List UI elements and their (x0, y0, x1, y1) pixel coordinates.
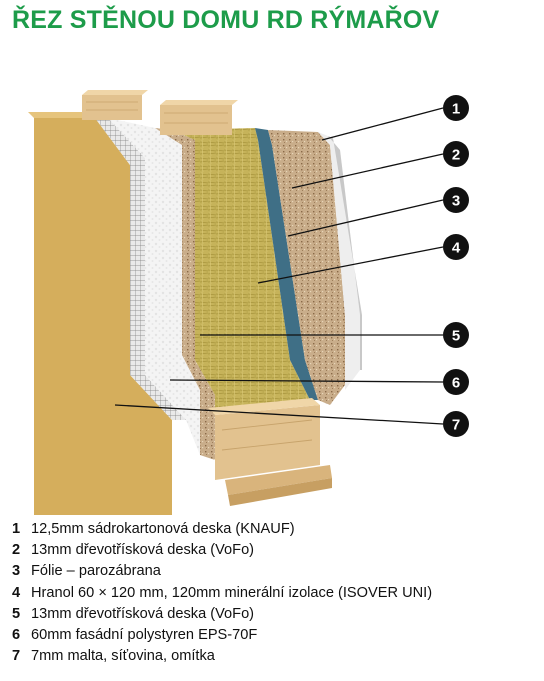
legend-item: 2 13mm dřevotřísková deska (VoFo) (12, 540, 537, 561)
svg-text:5: 5 (452, 328, 460, 345)
legend-item: 6 60mm fasádní polystyren EPS-70F (12, 625, 537, 646)
legend-text: Hranol 60 × 120 mm, 120mm minerální izol… (31, 584, 433, 601)
layer-mesh (95, 118, 186, 420)
marker-3: 3 (443, 187, 469, 213)
wall-section-diagram: 1 2 3 4 5 6 7 (28, 90, 469, 515)
legend-text: 13mm dřevotřísková deska (VoFo) (31, 605, 255, 622)
legend-text: 12,5mm sádrokartonová deska (KNAUF) (31, 521, 295, 537)
legend-number: 7 (12, 648, 21, 665)
legend-text: Fólie – parozábrana (31, 563, 161, 580)
svg-text:1: 1 (452, 101, 460, 118)
legend-number: 6 (12, 627, 21, 644)
beam-top-left (82, 90, 148, 120)
svg-text:6: 6 (452, 375, 460, 392)
marker-7: 7 (443, 411, 469, 437)
marker-6: 6 (443, 369, 469, 395)
legend-item: 5 13mm dřevotřísková deska (VoFo) (12, 604, 537, 625)
leader-lines (114, 107, 444, 425)
legend-number: 2 (12, 542, 21, 559)
layer-polystyrene (108, 118, 200, 455)
legend-text: 13mm dřevotřísková deska (VoFo) (31, 542, 255, 559)
svg-text:7: 7 (452, 417, 460, 434)
svg-text:3: 3 (452, 193, 460, 210)
beam-bottom (208, 398, 332, 506)
beam-top-right (160, 100, 238, 135)
marker-4: 4 (443, 234, 469, 260)
layer-mineral-wool (172, 128, 310, 410)
page-title: ŘEZ STĚNOU DOMU RD RÝMAŘOV (12, 6, 440, 34)
layer-chipboard-outer (155, 128, 215, 460)
legend-number: 1 (12, 521, 21, 537)
layer-gypsum-board (318, 132, 360, 390)
legend-number: 3 (12, 563, 21, 580)
legend-item: 3 Fólie – parozábrana (12, 561, 537, 582)
legend-number: 5 (12, 605, 21, 622)
svg-text:2: 2 (452, 147, 460, 164)
legend-item: 7 7mm malta, síťovina, omítka (12, 646, 537, 667)
legend-text: 7mm malta, síťovina, omítka (31, 648, 215, 665)
marker-1: 1 (443, 95, 469, 121)
legend: 1 12,5mm sádrokartonová deska (KNAUF) 2 13… (12, 519, 537, 667)
legend-number: 4 (12, 584, 21, 601)
layer-plaster (34, 118, 172, 515)
svg-text:4: 4 (452, 240, 461, 257)
legend-text: 60mm fasádní polystyren EPS-70F (31, 627, 258, 644)
legend-item: 4 Hranol 60 × 120 mm, 120mm minerální izo… (12, 583, 537, 604)
layer-chipboard-inner (268, 130, 345, 405)
legend-item: 1 12,5mm sádrokartonová deska (KNAUF) (12, 519, 537, 540)
layer-plaster-top (28, 112, 95, 118)
marker-2: 2 (443, 141, 469, 167)
marker-5: 5 (443, 322, 469, 348)
layer-vapor-foil (255, 128, 318, 400)
